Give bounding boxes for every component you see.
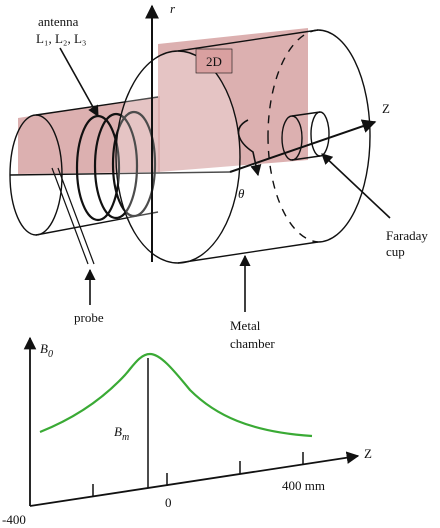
- tick-label-400: 400 mm: [282, 478, 325, 493]
- theta-label: θ: [238, 186, 245, 201]
- faraday-cup-label: Faraday: [386, 228, 428, 243]
- plane-2d-large-cylinder: [158, 28, 308, 172]
- antenna-pointer: [59, 47, 99, 117]
- r-axis-label: r: [170, 1, 176, 16]
- plane-2d-small-cylinder: [18, 96, 160, 174]
- faraday-cup-label-2: cup: [386, 244, 405, 259]
- antenna-label: antenna: [38, 14, 79, 29]
- peak-label: Bm: [114, 424, 129, 443]
- probe: [51, 167, 95, 265]
- z-axis: [229, 119, 377, 173]
- plot-x-label: Z: [364, 446, 372, 461]
- faraday-cup-pointer: [321, 153, 391, 219]
- plot-y-label: B0: [40, 341, 53, 360]
- faraday-cup: [281, 111, 330, 161]
- metal-chamber-label-2: chamber: [230, 336, 275, 351]
- antenna-coils-label: L₁, L₂, L₃: [36, 31, 86, 46]
- plane-2d-label: 2D: [206, 54, 222, 69]
- theta-arrow: [237, 119, 262, 177]
- plane-2d-badge: [195, 48, 233, 74]
- tick-label-0: 0: [165, 495, 172, 510]
- metal-chamber-label: Metal: [230, 318, 261, 333]
- z-axis-label: Z: [382, 101, 390, 116]
- field-curve: [39, 352, 313, 438]
- tick-label-neg400: -400: [2, 512, 26, 527]
- field-profile-plot: B0 Z Bm -400 0 400 mm: [2, 336, 372, 527]
- probe-label: probe: [74, 310, 104, 325]
- large-cylinder: [115, 29, 371, 264]
